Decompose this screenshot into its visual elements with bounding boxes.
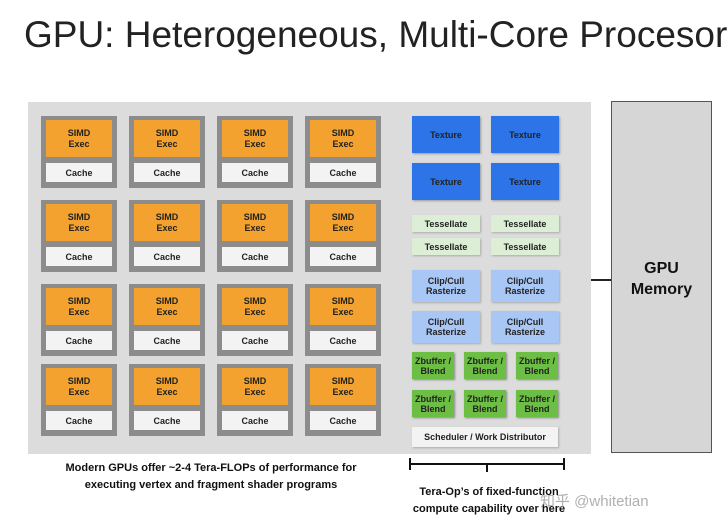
texture-unit: Texture <box>412 116 480 153</box>
clip-cull-rasterize-unit: Clip/Cull Rasterize <box>412 311 480 343</box>
tessellate-unit: Tessellate <box>491 238 559 255</box>
core-cache: Cache <box>310 331 376 350</box>
tessellate-unit: Tessellate <box>412 238 480 255</box>
core-cache: Cache <box>310 163 376 182</box>
scheduler-work-distributor: Scheduler / Work Distributor <box>412 427 558 447</box>
simd-exec-unit: SIMD Exec <box>134 204 200 241</box>
bracket-center-tick <box>486 464 488 472</box>
clip-cull-rasterize-unit: Clip/Cull Rasterize <box>491 270 559 302</box>
zbuffer-blend-unit: Zbuffer / Blend <box>412 390 454 417</box>
zbuffer-blend-unit: Zbuffer / Blend <box>464 390 506 417</box>
page-title: GPU: Heterogeneous, Multi-Core Procesor <box>24 14 727 55</box>
watermark: 知乎 @whitetian <box>540 493 649 510</box>
core-cache: Cache <box>46 331 112 350</box>
core-cache: Cache <box>310 411 376 430</box>
core-cache: Cache <box>46 411 112 430</box>
simd-exec-unit: SIMD Exec <box>310 368 376 405</box>
caption-fixed-function: Tera-Op’s of fixed-function compute capa… <box>412 486 566 515</box>
simd-exec-unit: SIMD Exec <box>222 204 288 241</box>
core-cache: Cache <box>134 247 200 266</box>
clip-cull-rasterize-unit: Clip/Cull Rasterize <box>412 270 480 302</box>
core-cache: Cache <box>222 247 288 266</box>
clip-cull-rasterize-unit: Clip/Cull Rasterize <box>491 311 559 343</box>
bracket-right-tick <box>563 458 565 470</box>
texture-unit: Texture <box>491 116 559 153</box>
core-cache: Cache <box>222 163 288 182</box>
texture-unit: Texture <box>491 163 559 200</box>
bracket-left-tick <box>409 458 411 470</box>
core-cache: Cache <box>134 331 200 350</box>
gpu-memory-label: GPU Memory <box>630 260 693 298</box>
simd-exec-unit: SIMD Exec <box>222 120 288 157</box>
simd-exec-unit: SIMD Exec <box>222 288 288 325</box>
core-cache: Cache <box>134 411 200 430</box>
tessellate-unit: Tessellate <box>412 215 480 232</box>
simd-exec-unit: SIMD Exec <box>134 120 200 157</box>
zbuffer-blend-unit: Zbuffer / Blend <box>516 390 558 417</box>
texture-unit: Texture <box>412 163 480 200</box>
zbuffer-blend-unit: Zbuffer / Blend <box>412 352 454 379</box>
simd-exec-unit: SIMD Exec <box>222 368 288 405</box>
simd-exec-unit: SIMD Exec <box>134 288 200 325</box>
core-cache: Cache <box>222 411 288 430</box>
simd-exec-unit: SIMD Exec <box>46 368 112 405</box>
simd-exec-unit: SIMD Exec <box>310 120 376 157</box>
simd-exec-unit: SIMD Exec <box>46 288 112 325</box>
core-cache: Cache <box>310 247 376 266</box>
simd-exec-unit: SIMD Exec <box>46 120 112 157</box>
simd-exec-unit: SIMD Exec <box>310 288 376 325</box>
memory-connector <box>591 279 611 281</box>
simd-exec-unit: SIMD Exec <box>46 204 112 241</box>
simd-exec-unit: SIMD Exec <box>134 368 200 405</box>
zbuffer-blend-unit: Zbuffer / Blend <box>464 352 506 379</box>
tessellate-unit: Tessellate <box>491 215 559 232</box>
simd-exec-unit: SIMD Exec <box>310 204 376 241</box>
core-cache: Cache <box>134 163 200 182</box>
gpu-memory: GPU Memory <box>611 101 712 453</box>
core-cache: Cache <box>46 163 112 182</box>
zbuffer-blend-unit: Zbuffer / Blend <box>516 352 558 379</box>
core-cache: Cache <box>46 247 112 266</box>
core-cache: Cache <box>222 331 288 350</box>
caption-shader-cores: Modern GPUs offer ~2-4 Tera-FLOPs of per… <box>65 462 357 491</box>
